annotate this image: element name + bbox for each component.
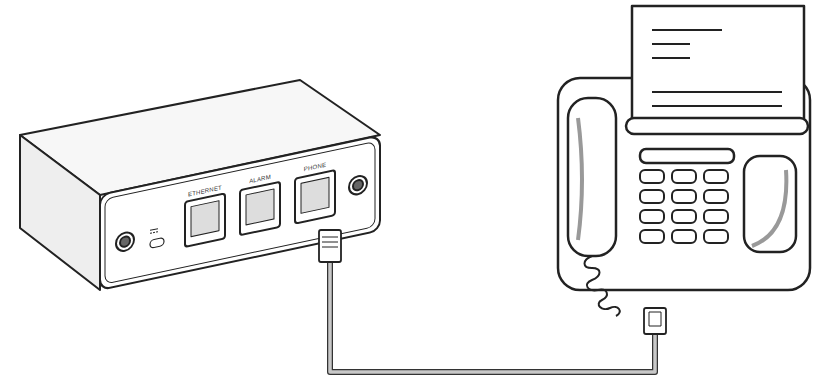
rj11-plug [644, 308, 666, 334]
device-front [100, 135, 380, 290]
device-side [20, 135, 100, 290]
rj11-plug [319, 230, 341, 262]
device [20, 80, 380, 290]
fax-machine [558, 6, 810, 316]
